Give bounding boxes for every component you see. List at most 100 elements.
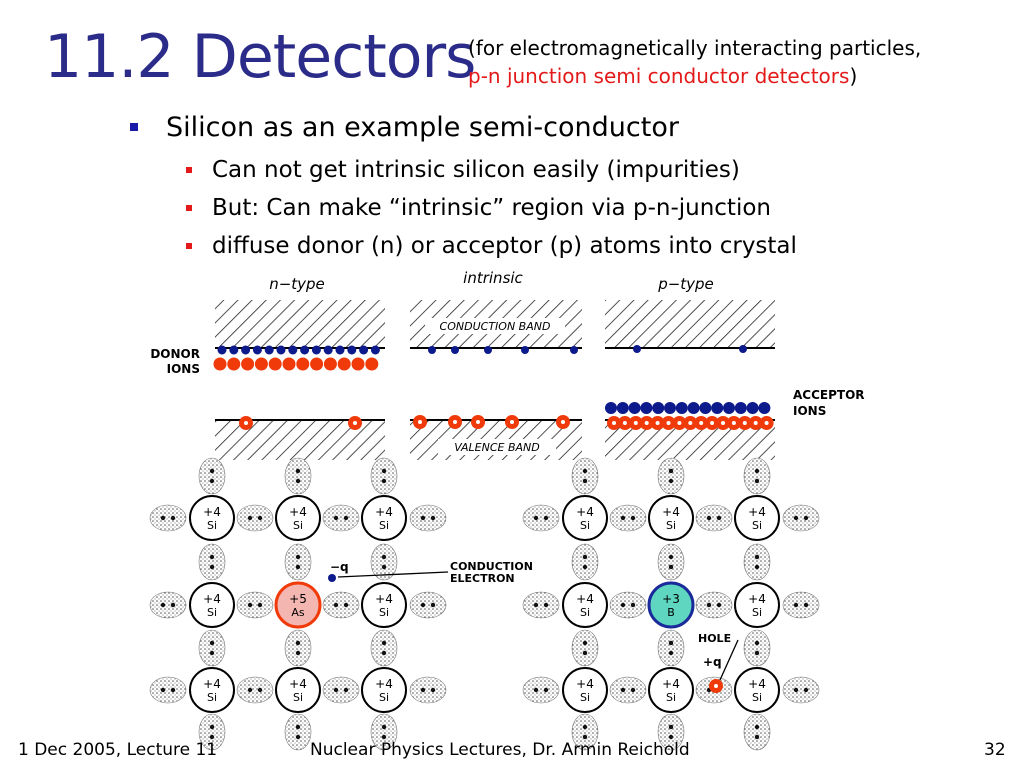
svg-text:+4: +4	[375, 677, 393, 691]
conduction-electron	[328, 574, 336, 582]
intrinsic-valence-hole	[448, 415, 462, 429]
donor-ion	[241, 357, 255, 371]
acceptor-ions-label: IONS	[793, 404, 826, 418]
acceptor-hole	[607, 416, 621, 430]
intrinsic-valence-hole	[505, 415, 519, 429]
svg-text:+4: +4	[576, 677, 594, 691]
silicon-atom	[734, 495, 780, 541]
silicon-atom	[648, 667, 694, 713]
conduction-electron-label-2: ELECTRON	[450, 572, 515, 585]
donor-electron	[217, 345, 227, 355]
donor-ion	[365, 357, 379, 371]
p-conduction-band	[605, 300, 775, 348]
svg-text:Si: Si	[666, 519, 676, 532]
acceptor-hole	[617, 416, 632, 430]
svg-text:Si: Si	[293, 691, 303, 704]
svg-text:+4: +4	[748, 505, 766, 519]
svg-text:Si: Si	[752, 691, 762, 704]
subtitle-line2: p-n junction semi conductor detectors)	[468, 62, 921, 90]
donor-electron	[335, 345, 345, 355]
p-valence-band	[605, 420, 775, 460]
acceptor-hole	[683, 416, 698, 430]
intrinsic-valence-hole	[556, 415, 570, 429]
svg-text:+4: +4	[662, 505, 680, 519]
hole-marker	[709, 679, 723, 693]
n-valence-hole	[239, 416, 253, 430]
plus-q-label: +q	[703, 655, 722, 669]
acceptor-ion	[711, 402, 724, 414]
hole-label: HOLE	[698, 632, 731, 645]
donor-electron	[300, 345, 310, 355]
silicon-atom	[189, 582, 235, 628]
silicon-atom	[189, 667, 235, 713]
intrinsic-electron	[428, 346, 436, 354]
acceptor-hole	[726, 416, 741, 430]
acceptor-hole	[650, 416, 665, 430]
bullet-sub-2: But: Can make “intrinsic” region via p-n…	[186, 195, 771, 221]
svg-text:Si: Si	[207, 519, 217, 532]
acceptor-hole	[716, 416, 730, 430]
svg-text:Si: Si	[207, 606, 217, 619]
svg-text:Si: Si	[580, 691, 590, 704]
acceptor-ion	[758, 402, 771, 414]
bullet-main: Silicon as an example semi-conductor	[130, 112, 679, 143]
svg-text:Si: Si	[580, 519, 590, 532]
n-conduction-band	[215, 300, 385, 348]
bullet-square-icon	[186, 205, 192, 211]
intrinsic-label: intrinsic	[463, 269, 523, 287]
silicon-atom	[361, 582, 407, 628]
subtitle-line1: (for electromagnetically interacting par…	[468, 36, 922, 60]
arsenic-atom	[274, 581, 322, 629]
acceptor-hole	[672, 416, 687, 430]
svg-text:+3: +3	[662, 592, 680, 606]
acceptor-ion	[652, 402, 665, 414]
acceptor-hole	[639, 416, 654, 430]
bullet-main-text: Silicon as an example semi-conductor	[166, 112, 679, 143]
silicon-atom	[361, 495, 407, 541]
acceptor-ion	[605, 402, 617, 414]
donor-ion	[227, 357, 241, 371]
silicon-atom	[275, 667, 321, 713]
bullet-square-icon	[186, 243, 192, 249]
acceptor-ion	[628, 402, 641, 414]
svg-text:Si: Si	[752, 519, 762, 532]
acceptor-ion	[616, 402, 629, 414]
donor-electron	[252, 345, 262, 355]
footer-author: Nuclear Physics Lectures, Dr. Armin Reic…	[310, 740, 690, 760]
footer-date: 1 Dec 2005, Lecture 11	[18, 740, 218, 760]
svg-text:+4: +4	[748, 677, 766, 691]
bullet-sub-text: But: Can make “intrinsic” region via p-n…	[212, 195, 771, 221]
donor-ion	[282, 357, 296, 371]
band-particles	[213, 345, 774, 430]
acceptor-hole	[748, 416, 763, 430]
donor-electron	[241, 345, 251, 355]
acceptor-hole	[694, 416, 709, 430]
donor-ion	[337, 357, 351, 371]
donor-ions-label: IONS	[167, 362, 200, 376]
bullet-square-icon	[186, 167, 192, 173]
acceptor-hole	[759, 416, 774, 430]
page-number: 32	[984, 740, 1006, 760]
svg-text:Si: Si	[580, 606, 590, 619]
svg-text:Si: Si	[379, 606, 389, 619]
conduction-electron-label-1: CONDUCTION	[450, 560, 533, 573]
n-valence-hole	[348, 416, 362, 430]
svg-text:Si: Si	[293, 519, 303, 532]
donor-ion	[310, 357, 324, 371]
valence-band-label: VALENCE BAND	[454, 441, 540, 454]
acceptor-ion	[687, 402, 700, 414]
silicon-atom	[648, 495, 694, 541]
svg-text:As: As	[291, 606, 305, 619]
acceptor-ion	[746, 402, 759, 414]
acceptor-hole	[661, 416, 676, 430]
p-conduction-electron	[739, 345, 747, 353]
intrinsic-electron	[451, 346, 459, 354]
donor-ion	[296, 357, 310, 371]
svg-text:Si: Si	[207, 691, 217, 704]
svg-text:+4: +4	[203, 592, 221, 606]
boron-atom	[647, 581, 695, 629]
donor-electron	[323, 345, 333, 355]
subtitle-highlight: p-n junction semi conductor detectors	[468, 64, 850, 88]
acceptor-ion	[699, 402, 712, 414]
svg-text:+4: +4	[576, 505, 594, 519]
